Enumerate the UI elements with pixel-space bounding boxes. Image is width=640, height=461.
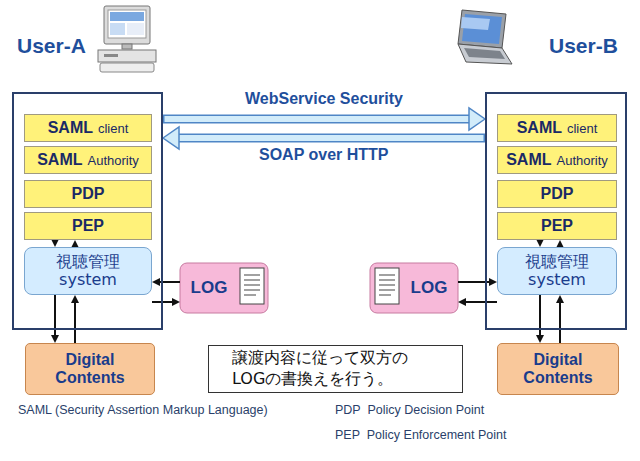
box-text: client: [567, 121, 597, 136]
pep-box: PEP: [497, 212, 617, 240]
arrow-head: [458, 298, 466, 306]
log-shape: [180, 263, 268, 313]
text-holder: 視聴管理 system: [25, 248, 151, 294]
box-text: LOG: [191, 278, 228, 298]
flow-arrow: [152, 298, 180, 306]
contents-box: Digital Contents: [497, 343, 619, 395]
log-box: LOG: [180, 263, 268, 313]
footnote: PDP Policy Decision Point: [335, 403, 484, 417]
text-holder: SAML Authority: [25, 147, 151, 173]
arrow-shaft: [74, 302, 76, 343]
box-text: SAML: [517, 119, 562, 137]
system-box: 視聴管理 system: [497, 247, 617, 295]
flow-arrow: [71, 295, 79, 343]
contents-box: Digital Contents: [25, 343, 155, 395]
footnote: PEP Policy Enforcement Point: [335, 428, 506, 442]
user-box: User-ASAMLclientSAMLAuthorityPDPPEP視聴管理 …: [12, 92, 163, 330]
flow-arrow: [458, 298, 497, 306]
text-holder: PDP: [25, 181, 151, 207]
text-holder: LOG: [400, 263, 458, 313]
desktop-computer-icon: [98, 6, 156, 72]
text-holder: 譲渡内容に従って双方のLOGの書換えを行う。: [209, 346, 462, 392]
arrow-head: [536, 239, 544, 247]
flow-arrow: [536, 239, 544, 247]
flow-arrow: [556, 295, 564, 343]
box-text: PDP: [541, 185, 574, 203]
flow-arrow: [152, 278, 180, 286]
box-text: PDP: [72, 185, 105, 203]
arrow-shaft: [165, 116, 472, 122]
box-text: Authority: [557, 153, 608, 168]
note-box: 譲渡内容に従って双方のLOGの書換えを行う。: [208, 345, 463, 393]
arrow-head: [489, 278, 497, 286]
text-holder: PEP: [25, 213, 151, 239]
arrow-head: [469, 108, 485, 130]
message-arrow: [163, 108, 485, 130]
arrow-shaft: [177, 135, 484, 141]
box-text: PEP: [72, 217, 104, 235]
flow-arrow: [536, 295, 544, 343]
box-text: 譲渡内容に従って双方のLOGの書換えを行う。: [232, 348, 439, 390]
text-holder: SAML client: [498, 115, 616, 141]
text-holder: Digital Contents: [498, 344, 618, 394]
log-shape: [370, 263, 458, 313]
laptop-icon: [458, 10, 512, 64]
pdp-box: PDP: [497, 180, 617, 208]
flow-arrow: [458, 278, 497, 286]
arrow-head: [51, 335, 59, 343]
arrow-head: [163, 127, 179, 149]
flow-arrow: [51, 295, 59, 343]
text-holder: LOG: [180, 263, 238, 313]
edge-label: SOAP over HTTP: [257, 146, 391, 164]
box-text: 視聴管理 system: [520, 253, 594, 290]
box-text: Digital Contents: [516, 351, 600, 388]
text-holder: 視聴管理 system: [498, 248, 616, 294]
box-text: 視聴管理 system: [51, 253, 125, 290]
arrow-head: [71, 295, 79, 303]
user-box: User-BSAMLclientSAMLAuthorityPDPPEP視聴管理 …: [485, 92, 627, 330]
system-box: 視聴管理 system: [24, 247, 152, 295]
arrow-head: [152, 278, 160, 286]
pdp-box: PDP: [24, 180, 152, 208]
flow-arrow: [51, 239, 59, 247]
text-holder: Digital Contents: [26, 344, 154, 394]
box-text: SAML: [506, 151, 551, 169]
log-box: LOG: [370, 263, 458, 313]
user-heading: User-B: [549, 34, 618, 58]
footnote: SAML (Security Assertion Markup Language…: [18, 403, 268, 417]
box-text: LOG: [411, 278, 448, 298]
box-text: SAML: [37, 151, 82, 169]
box-text: Authority: [88, 153, 139, 168]
edge-label: WebService Security: [243, 90, 405, 108]
saml-authority-box: SAML Authority: [497, 146, 617, 174]
arrow-head: [556, 295, 564, 303]
user-heading: User-A: [17, 34, 86, 58]
text-holder: SAML Authority: [498, 147, 616, 173]
box-text: PEP: [541, 217, 573, 235]
saml-client-box: SAML client: [24, 114, 152, 142]
box-text: client: [98, 121, 128, 136]
pep-box: PEP: [24, 212, 152, 240]
arrow-head: [172, 298, 180, 306]
arrow-head: [536, 335, 544, 343]
saml-client-box: SAML client: [497, 114, 617, 142]
saml-authority-box: SAML Authority: [24, 146, 152, 174]
arrow-head: [51, 239, 59, 247]
box-text: SAML: [48, 119, 93, 137]
text-holder: PDP: [498, 181, 616, 207]
text-holder: PEP: [498, 213, 616, 239]
arrow-shaft: [465, 301, 497, 303]
box-text: Digital Contents: [48, 351, 132, 388]
arrow-shaft: [559, 302, 561, 343]
text-holder: SAML client: [25, 115, 151, 141]
